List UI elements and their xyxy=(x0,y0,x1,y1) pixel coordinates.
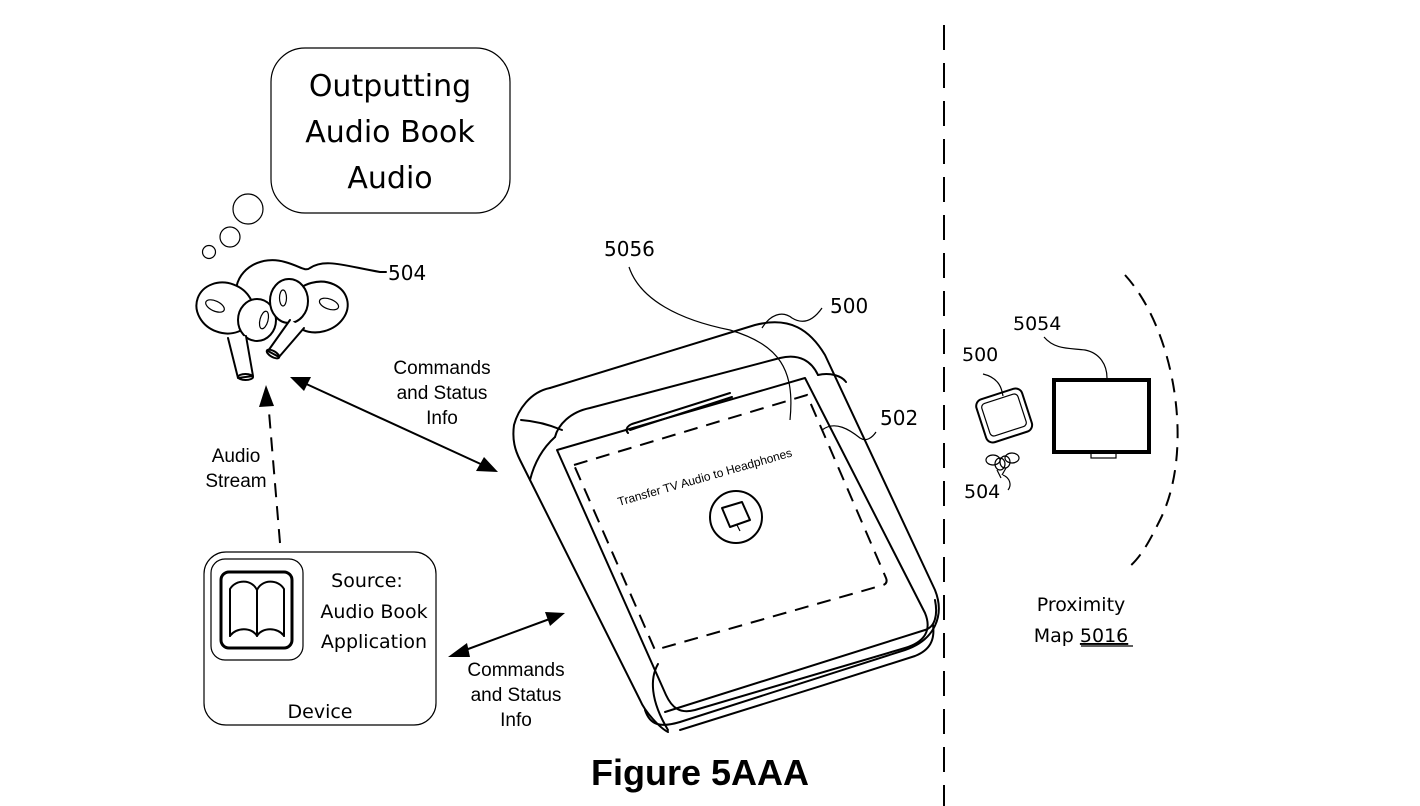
bubble-line-1: Outputting xyxy=(309,69,471,104)
arrow-audio-stream xyxy=(259,385,281,544)
map-tv-ref: 5054 xyxy=(1013,313,1061,335)
mini-case-icon xyxy=(975,387,1034,444)
map-tv-icon xyxy=(1052,378,1151,459)
ui-region-outline xyxy=(572,393,888,652)
svg-text:Commands: Commands xyxy=(467,660,564,681)
earbuds-icon xyxy=(195,259,387,381)
bubble-line-3: Audio xyxy=(347,161,432,196)
leader-5056 xyxy=(628,266,792,421)
figure-title: Figure 5AAA xyxy=(591,752,809,793)
svg-text:Commands: Commands xyxy=(393,358,490,379)
leader-502 xyxy=(821,425,877,441)
svg-text:Stream: Stream xyxy=(205,471,266,492)
thought-bubble: Outputting Audio Book Audio xyxy=(201,47,511,260)
arrow-earbuds-case xyxy=(290,377,498,472)
tv-icon xyxy=(709,490,763,544)
label-commands-status-bottom: Commands and Status Info xyxy=(467,660,564,731)
bubble-dot-small xyxy=(201,244,217,260)
charging-case xyxy=(512,321,940,733)
proximity-range-arc xyxy=(1124,274,1179,571)
device-box: Source: Audio Book Application Device xyxy=(203,551,437,726)
case-ui-ref-label: 5056 xyxy=(604,237,655,261)
bubble-dot-large xyxy=(232,193,264,225)
display-ref-label: 502 xyxy=(880,406,918,430)
proximity-map-ref: 5016 xyxy=(1080,625,1128,647)
device-source-line-1: Source: xyxy=(331,570,403,592)
svg-text:Audio: Audio xyxy=(212,446,261,467)
arrow-device-case xyxy=(448,612,565,657)
case-prompt-text: Transfer TV Audio to Headphones xyxy=(616,446,794,509)
proximity-map: 500 5054 504 Proximity Map 5016 xyxy=(962,274,1179,647)
mini-earbuds-icon xyxy=(985,452,1020,491)
case-ref-label: 500 xyxy=(830,294,868,318)
svg-text:and Status: and Status xyxy=(471,685,562,706)
book-icon xyxy=(219,570,294,650)
device-source-line-2: Audio Book xyxy=(320,601,427,623)
leader-500 xyxy=(761,307,823,329)
proximity-map-caption-line-1: Proximity xyxy=(1037,594,1126,616)
svg-text:Info: Info xyxy=(500,710,532,731)
svg-text:and Status: and Status xyxy=(397,383,488,404)
device-source-line-3: Application xyxy=(321,631,427,653)
proximity-map-caption-line-2: Map 5016 xyxy=(1034,625,1129,647)
map-earbuds-ref: 504 xyxy=(964,481,1000,503)
bubble-line-2: Audio Book xyxy=(305,115,475,150)
label-commands-status-top: Commands and Status Info xyxy=(393,358,490,429)
label-audio-stream: Audio Stream xyxy=(205,446,266,492)
device-footer: Device xyxy=(288,701,353,723)
map-case-ref: 500 xyxy=(962,344,998,366)
bubble-dot-medium xyxy=(219,226,241,248)
earbuds-ref-label: 504 xyxy=(388,261,426,285)
svg-text:Info: Info xyxy=(426,408,458,429)
